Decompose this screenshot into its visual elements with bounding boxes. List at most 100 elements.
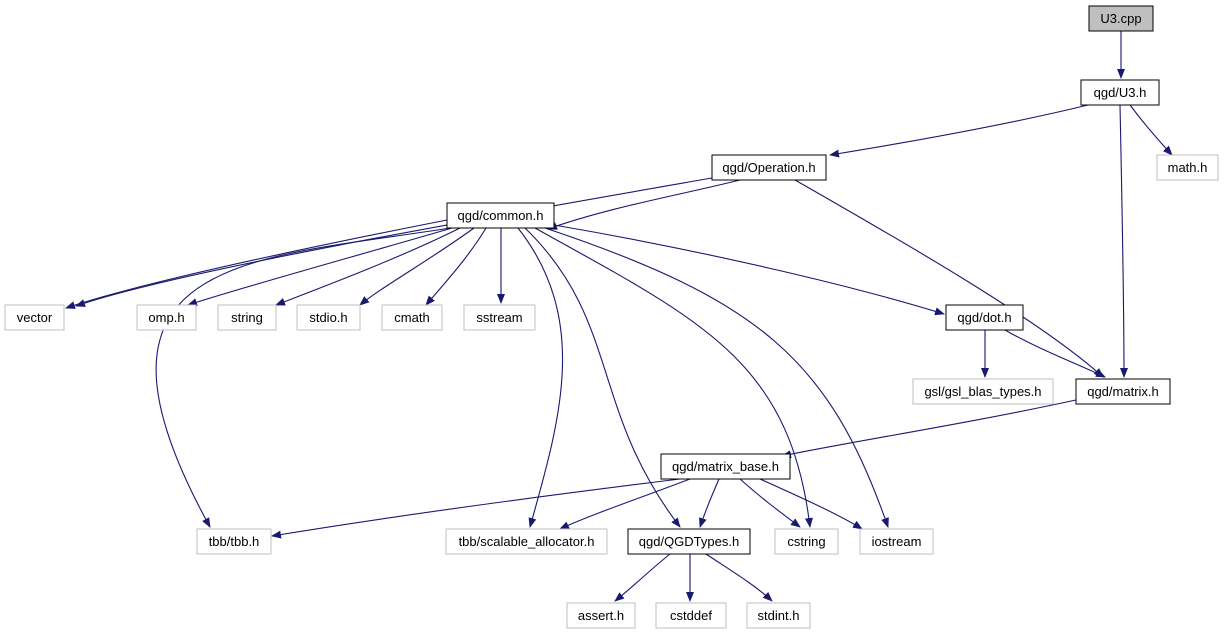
- node-label: qgd/Operation.h: [722, 160, 815, 175]
- edge-u3h-to-matrix: [1119, 104, 1128, 378]
- node-label: math.h: [1168, 160, 1208, 175]
- node-matrix[interactable]: qgd/matrix.h: [1075, 378, 1171, 405]
- edge-line: [1119, 104, 1128, 378]
- node-label: qgd/U3.h: [1094, 85, 1147, 100]
- node-sstream: sstream: [463, 304, 536, 331]
- node-label: qgd/common.h: [458, 208, 544, 223]
- edge-line: [187, 227, 453, 307]
- node-label: tbb/tbb.h: [209, 534, 260, 549]
- edge-line: [829, 104, 1089, 158]
- node-box: [296, 304, 361, 331]
- edge-line: [524, 227, 681, 528]
- node-string: string: [217, 304, 277, 331]
- node-label: sstream: [476, 310, 522, 325]
- node-stdio: stdio.h: [296, 304, 361, 331]
- edge-line: [359, 227, 475, 306]
- node-scalable: tbb/scalable_allocator.h: [445, 528, 608, 555]
- node-tbb: tbb/tbb.h: [196, 528, 272, 555]
- node-iostream: iostream: [859, 528, 934, 555]
- edge-u3h-to-operation: [829, 104, 1089, 158]
- node-label: qgd/matrix_base.h: [672, 459, 779, 474]
- node-label: stdio.h: [309, 310, 347, 325]
- node-box: [1156, 154, 1219, 181]
- node-label: omp.h: [148, 310, 184, 325]
- node-cstring: cstring: [774, 528, 839, 555]
- node-box: [746, 602, 811, 629]
- node-label: tbb/scalable_allocator.h: [459, 534, 595, 549]
- edge-common-to-dot: [553, 224, 945, 316]
- node-dot[interactable]: qgd/dot.h: [945, 304, 1024, 331]
- edge-qgdtypes-to-assert: [614, 553, 671, 602]
- edge-line: [517, 227, 564, 528]
- node-label: iostream: [872, 534, 922, 549]
- node-common[interactable]: qgd/common.h: [446, 202, 555, 229]
- edge-common-to-tbb: [155, 227, 451, 528]
- nodes-layer: U3.cpp qgd/U3.h qgd/Operation.h math.h qgd/c…: [4, 5, 1219, 629]
- node-label: qgd/matrix.h: [1087, 384, 1159, 399]
- node-box: [774, 528, 839, 555]
- node-box: [1088, 5, 1154, 32]
- node-gsl: gsl/gsl_blas_types.h: [912, 378, 1054, 405]
- node-qgdtypes[interactable]: qgd/QGDTypes.h: [627, 528, 751, 555]
- node-box: [196, 528, 272, 555]
- edge-line: [425, 227, 487, 306]
- node-label: string: [231, 310, 263, 325]
- node-box: [1075, 378, 1171, 405]
- node-matrixbase[interactable]: qgd/matrix_base.h: [660, 453, 791, 480]
- node-box: [566, 602, 636, 629]
- edge-line: [155, 227, 451, 528]
- node-assert: assert.h: [566, 602, 636, 629]
- edge-matrixbase-to-cstring: [739, 478, 801, 528]
- node-box: [912, 378, 1054, 405]
- node-label: vector: [17, 310, 53, 325]
- node-box: [945, 304, 1024, 331]
- node-omp: omp.h: [136, 304, 197, 331]
- edge-line: [759, 478, 863, 530]
- edge-qgdtypes-to-stdint: [705, 553, 773, 602]
- edge-line: [275, 227, 461, 306]
- node-label: cstring: [787, 534, 825, 549]
- node-box: [463, 304, 536, 331]
- edge-line: [271, 478, 681, 539]
- node-u3cpp[interactable]: U3.cpp: [1088, 5, 1154, 32]
- node-vector: vector: [4, 304, 65, 331]
- edge-line: [534, 227, 813, 528]
- node-label: assert.h: [578, 608, 624, 623]
- edge-line: [1004, 329, 1106, 378]
- node-box: [655, 602, 727, 629]
- node-u3h[interactable]: qgd/U3.h: [1080, 79, 1160, 106]
- edge-line: [739, 478, 801, 528]
- node-mathh: math.h: [1156, 154, 1219, 181]
- edge-operation-to-matrix: [794, 179, 1104, 378]
- node-label: cmath: [394, 310, 429, 325]
- node-label: cstddef: [670, 608, 712, 623]
- edge-line: [65, 219, 448, 309]
- node-box: [217, 304, 277, 331]
- edge-u3h-to-mathh: [1129, 104, 1173, 156]
- node-label: qgd/dot.h: [957, 310, 1011, 325]
- edge-common-to-iostream: [544, 227, 889, 528]
- edge-line: [544, 227, 889, 528]
- node-label: U3.cpp: [1100, 11, 1141, 26]
- edge-line: [794, 179, 1104, 378]
- edge-line: [75, 177, 713, 307]
- node-operation[interactable]: qgd/Operation.h: [711, 154, 827, 181]
- node-box: [445, 528, 608, 555]
- edge-line: [559, 478, 691, 530]
- node-box: [136, 304, 197, 331]
- edge-common-to-cmath: [425, 227, 487, 306]
- node-box: [446, 202, 555, 229]
- node-label: stdint.h: [758, 608, 800, 623]
- edge-common-to-string: [275, 227, 461, 306]
- edge-matrixbase-to-scalable: [559, 478, 691, 530]
- edge-common-to-omp: [187, 227, 453, 307]
- edge-common-to-scalable: [517, 227, 564, 528]
- node-box: [660, 453, 791, 480]
- node-box: [1080, 79, 1160, 106]
- edge-line: [547, 179, 741, 230]
- edge-line: [699, 478, 720, 528]
- node-box: [4, 304, 65, 331]
- node-label: gsl/gsl_blas_types.h: [924, 384, 1041, 399]
- edge-line: [705, 553, 773, 602]
- edge-matrix-to-matrixbase: [781, 399, 1077, 459]
